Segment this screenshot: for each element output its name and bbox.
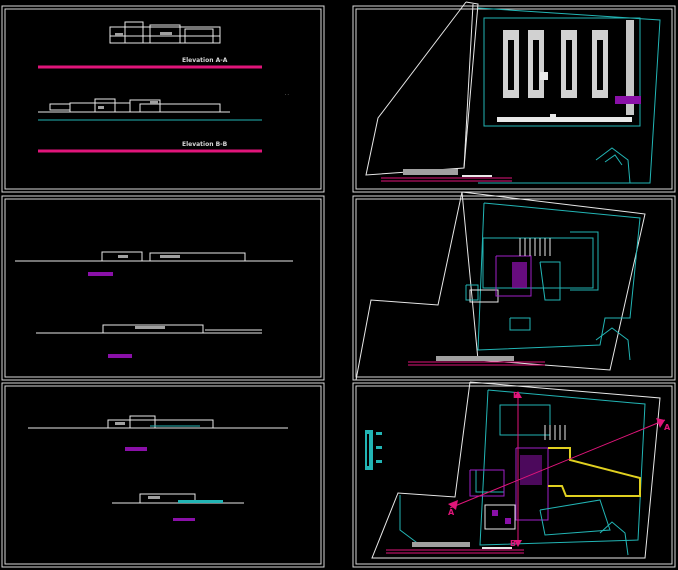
elevation-2 xyxy=(36,324,262,334)
scale-note: · · xyxy=(285,92,289,97)
floor-plan xyxy=(465,202,641,361)
section-1 xyxy=(28,415,288,429)
site-boundary-3 xyxy=(371,381,661,559)
roof-blocks xyxy=(497,20,634,122)
building-perimeter xyxy=(483,17,641,127)
ground-floor-plan xyxy=(399,389,646,556)
cut-a-arrow-left xyxy=(448,500,458,510)
elevation-a-label: Elevation A-A xyxy=(182,57,228,64)
section-1-title xyxy=(125,447,147,451)
cut-b-label-top: B xyxy=(513,391,519,400)
site-boundary-2 xyxy=(355,191,463,381)
sheet-site-plan-top[interactable] xyxy=(352,1,676,193)
elevation-2-title xyxy=(108,354,132,358)
sheet-site-plan-middle[interactable] xyxy=(352,191,676,381)
site-plan-title xyxy=(412,542,470,547)
legend-block xyxy=(365,430,382,470)
cut-a-label-left: A xyxy=(448,508,455,517)
section-2 xyxy=(112,493,244,504)
elevation-long-building xyxy=(38,98,262,121)
plan-title-bar xyxy=(403,169,458,175)
elevation-b-label: Elevation B-B xyxy=(182,141,228,148)
sheet-sections-bottom[interactable] xyxy=(1,382,325,568)
plot-line xyxy=(477,7,661,184)
floor-plan-title xyxy=(436,356,514,361)
cut-line-a xyxy=(449,419,666,509)
cut-b-label-bottom: B xyxy=(510,539,516,548)
cut-a-label-right: A xyxy=(664,423,671,432)
sheet-elevations-middle[interactable] xyxy=(1,195,325,381)
elevation-1-title xyxy=(88,272,113,276)
cut-a-arrow-right xyxy=(656,418,665,428)
sheet-site-plan-bottom[interactable]: A A B B xyxy=(352,381,676,568)
cut-b-arrow-bottom xyxy=(514,540,522,547)
site-boundary xyxy=(365,1,479,176)
stair-hatch xyxy=(519,238,551,256)
elevation-1 xyxy=(15,251,293,262)
elevation-small-building xyxy=(109,21,221,44)
sheet-elevations-top[interactable]: Elevation A-A · · Elevation B-B xyxy=(1,5,325,193)
cut-b-arrow-top xyxy=(514,391,522,398)
section-2-title xyxy=(173,518,195,521)
roof-legend xyxy=(615,96,641,104)
